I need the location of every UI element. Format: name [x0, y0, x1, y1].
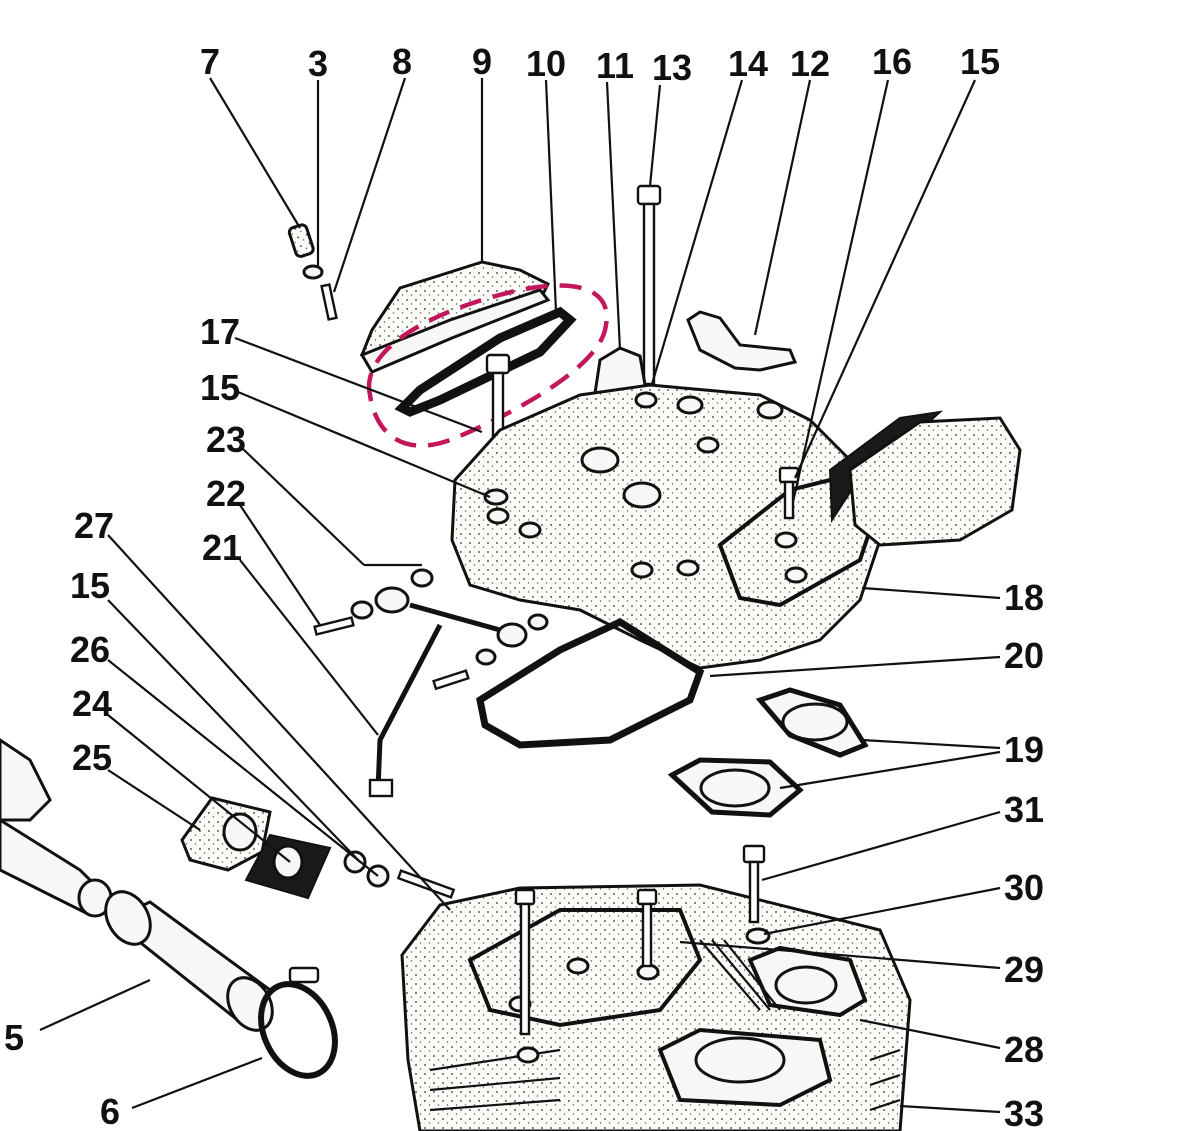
callout-28: 28 [1004, 1029, 1044, 1070]
callout-15-left: 15 [70, 565, 110, 606]
callout-31: 31 [1004, 789, 1044, 830]
part-13-long-bolt [636, 184, 662, 386]
part-block-studs [514, 888, 658, 1036]
part-9-rocker-cover [359, 260, 551, 374]
callout-15-top: 15 [960, 41, 1000, 82]
callout-27: 27 [74, 505, 114, 546]
callout-33: 33 [1004, 1093, 1044, 1131]
callout-8: 8 [392, 41, 412, 82]
callout-15-mid: 15 [200, 367, 240, 408]
highlight-dashed-outline [366, 283, 609, 448]
callout-3: 3 [308, 43, 328, 84]
callout-19: 19 [1004, 729, 1044, 770]
callout-23: 23 [206, 419, 246, 460]
callout-21: 21 [202, 527, 242, 568]
callout-17: 17 [200, 311, 240, 352]
part-5-hose [104, 890, 274, 1032]
callout-18: 18 [1004, 577, 1044, 618]
callout-labels: 7 3 8 9 10 11 13 14 12 16 15 17 15 23 22… [4, 41, 1044, 1131]
part-7-sleeve [287, 223, 315, 258]
callout-13: 13 [652, 47, 692, 88]
callout-9: 9 [472, 41, 492, 82]
callout-25: 25 [72, 737, 112, 778]
callout-24: 24 [72, 683, 112, 724]
part-12-bracket [686, 310, 798, 372]
callout-14: 14 [728, 43, 768, 84]
part-15-washer [483, 488, 509, 506]
callout-7: 7 [200, 41, 220, 82]
callout-12: 12 [790, 43, 830, 84]
part-3-washer [302, 264, 324, 280]
part-26-nuts [343, 850, 456, 899]
callout-6: 6 [100, 1091, 120, 1131]
callout-10: 10 [526, 43, 566, 84]
part-funnel [0, 738, 113, 918]
callout-5: 5 [4, 1017, 24, 1058]
callout-30: 30 [1004, 867, 1044, 908]
cylinder-block [400, 883, 912, 1131]
part-19-flange-gaskets [667, 687, 869, 818]
part-29-stud-lines [699, 939, 781, 1011]
part-30-washer [745, 927, 771, 945]
part-8-stud [320, 283, 338, 321]
callout-29: 29 [1004, 949, 1044, 990]
callout-22: 22 [206, 473, 246, 514]
part-16-side-cover [828, 410, 1022, 547]
part-20-base-gasket [476, 618, 705, 749]
part-6-clamp [258, 966, 338, 1079]
part-21-oil-pipe [313, 568, 549, 798]
callout-26: 26 [70, 629, 110, 670]
callout-11: 11 [596, 45, 634, 86]
part-31-bolt [742, 844, 766, 924]
leader-lines [39, 77, 1001, 1114]
callout-20: 20 [1004, 635, 1044, 676]
callout-16: 16 [872, 41, 912, 82]
cylinder-head-casting [450, 383, 882, 670]
